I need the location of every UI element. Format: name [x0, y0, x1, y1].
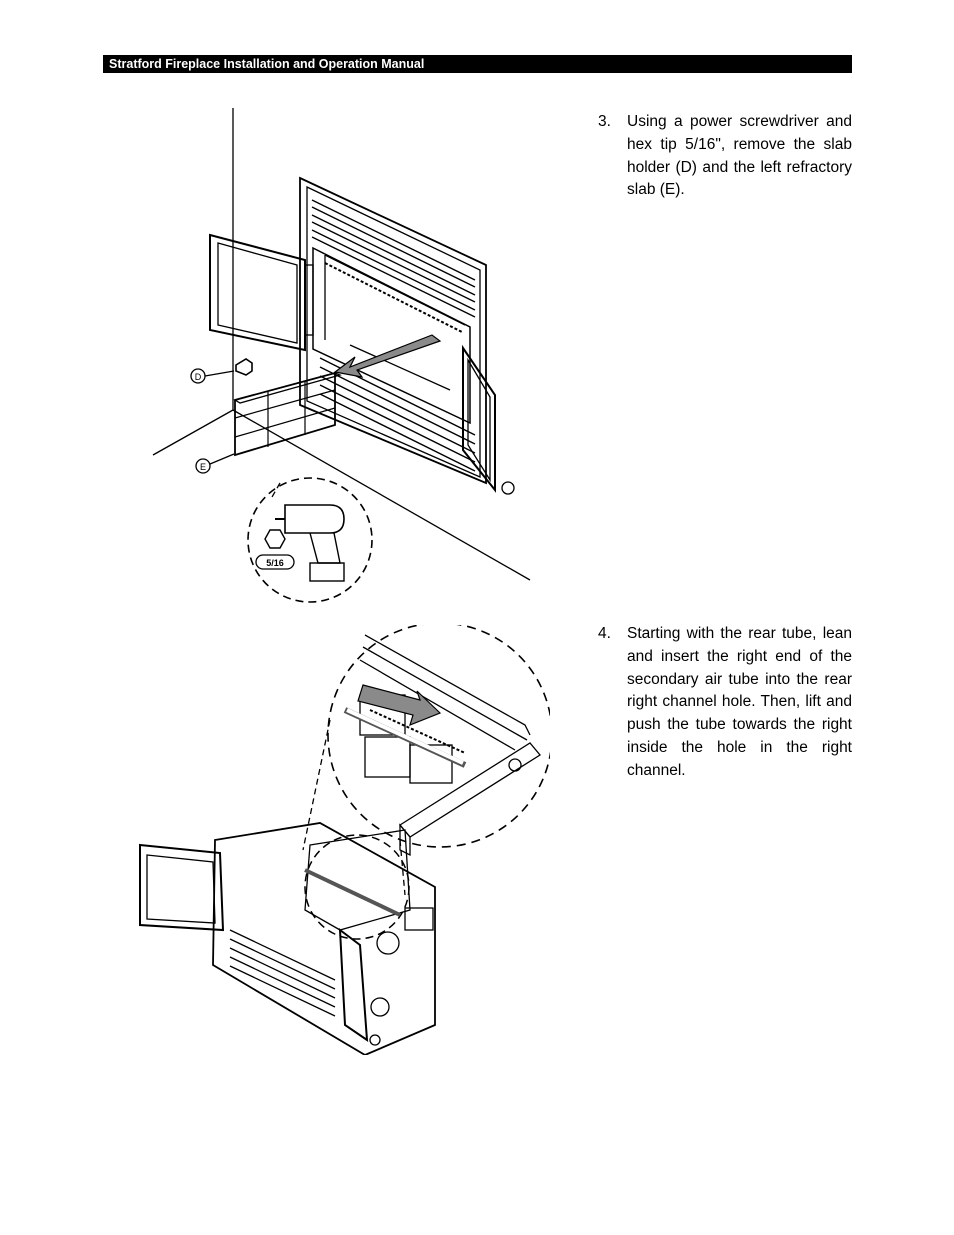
callout-e-label: E	[200, 462, 206, 472]
step-4-number: 4.	[598, 625, 611, 642]
header-bar: Stratford Fireplace Installation and Ope…	[103, 55, 852, 73]
manual-title: Stratford Fireplace Installation and Ope…	[109, 57, 425, 71]
step-3-text: Using a power screwdriver and hex tip 5/…	[627, 113, 852, 199]
step-3-number: 3.	[598, 113, 611, 130]
step-4-text: Starting with the rear tube, lean and in…	[627, 625, 852, 779]
tool-size-label: 5/16	[266, 558, 284, 568]
figure-air-tube-insertion	[135, 625, 550, 1055]
figure-slab-removal: D E 5/16	[150, 105, 540, 605]
step-3: 3. Using a power screwdriver and hex tip…	[598, 111, 852, 202]
step-4: 4. Starting with the rear tube, lean and…	[598, 623, 852, 783]
callout-d-label: D	[195, 372, 202, 382]
